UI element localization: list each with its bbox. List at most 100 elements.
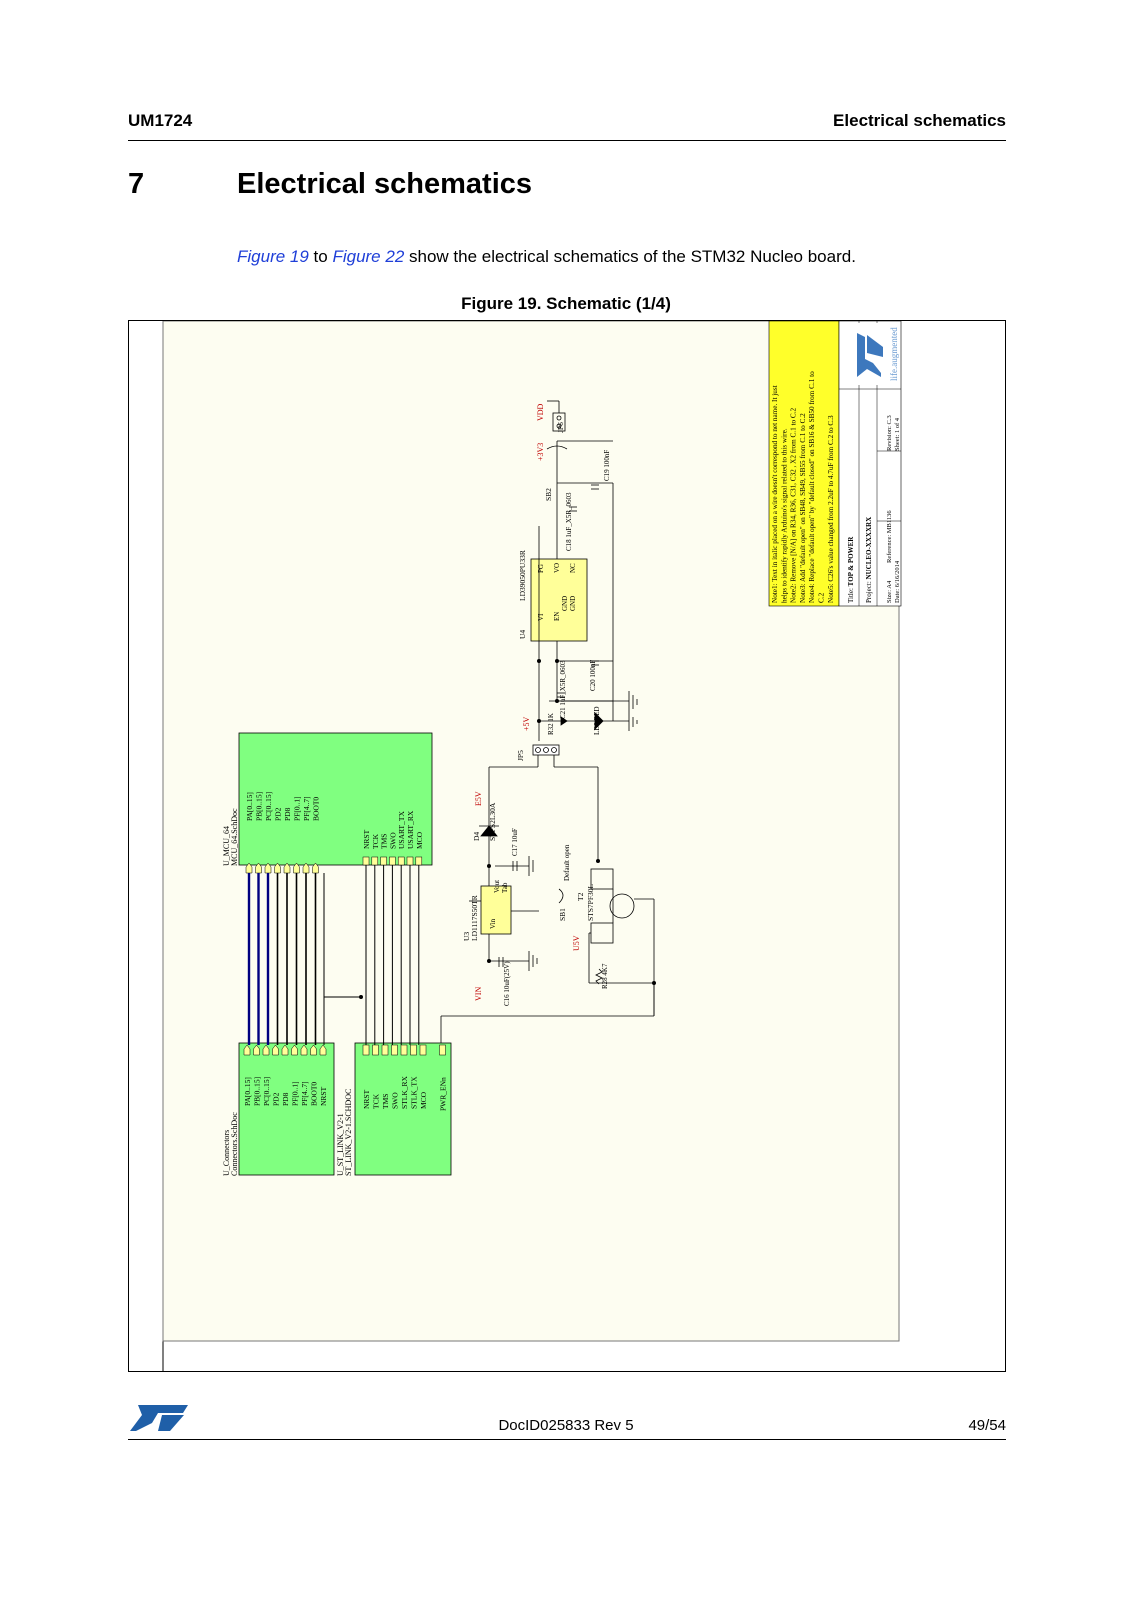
label-u3-vout: Vout [493,880,501,893]
label-u3-tab: Tab [501,882,509,893]
stlink-name: U_ST_LINK_V2-1 [336,1113,345,1176]
label-c20: C20 100nF [589,660,597,691]
tb-sheet: Sheet: 1 of 4 [894,417,901,451]
u4-pin-label: VI [537,613,545,621]
label-t2-ref: T2 [576,892,585,901]
stlink-port-marker [391,1044,398,1056]
connector-pin-label: PD8 [281,1092,290,1106]
footer-doc-id: DocID025833 Rev 5 [498,1417,634,1434]
connectors-file: Connectors.SchDoc [230,1112,239,1176]
stlink-pin-label: MCO [419,1091,428,1109]
stlink-pin-label: TCK [372,1093,381,1109]
label-u3-part: LD1117S50TR [470,895,479,941]
header-section-title: Electrical schematics [833,111,1006,130]
label-u3-vin: Vin [489,918,497,929]
connector-pin-label: PA[0..15] [243,1077,252,1106]
connector-port-marker [253,1044,260,1056]
note-line: Note4: Replace "default open" by "defaul… [808,371,816,603]
header-doc-id: UM1724 [128,111,193,130]
stlink-file: ST_LINK_V2-1.SCHDOC [344,1089,353,1176]
mcu-right-pin-label: MCO [415,831,424,849]
connector-pin-label: PD2 [272,1092,281,1106]
mcu-top-pin-label: PC[0..15] [264,792,273,821]
schematic-svg: Note1: Text in italic placed on a wire d… [129,321,1005,1371]
mcu-right-pin-label: TCK [371,833,380,849]
mcu-top-pin-label: PD8 [283,807,292,821]
label-net-vin: VIN [474,987,483,1001]
mcu-port-marker [406,856,414,866]
connector-port-marker [262,1044,270,1056]
stlink-pin-label: NRST [362,1089,371,1109]
label-d4-ref: D4 [472,832,481,841]
stlink-port-marker [410,1044,417,1056]
title-block: Note1: Text in italic placed on a wire d… [768,321,902,607]
label-net-vdd: VDD [536,403,545,421]
footer-rule [128,1439,1006,1440]
label-net-e5v: E5V [474,791,483,806]
u4-pin-label: VO [553,563,561,573]
u4-pin-label: NC [569,563,577,573]
note-line: Note3: Add "default open" on SB48, SB49,… [799,413,807,603]
bus-wires [247,865,420,1045]
label-u4-part: LD39050PU33R [518,550,527,601]
mcu-right-pin-label: NRST [362,829,371,849]
connector-port-marker [281,1044,289,1056]
figure-19-link[interactable]: Figure 19 [237,247,309,266]
tb-reference: Reference: MB1136 [886,510,893,563]
mcu-top-pin-label: PF[4..7] [302,796,311,821]
connector-pin-label: PC[0..15] [262,1077,271,1106]
stlink-pin-label: TMS [381,1094,390,1109]
u4-pin-label: GND [561,596,569,611]
u4-pin-label: EN [553,612,561,621]
intro-paragraph: Figure 19 to Figure 22 show the electric… [237,247,856,267]
mcu-port-marker [274,862,281,874]
label-u4-ref: U4 [518,630,527,639]
tb-size: Size: A4 [886,580,893,603]
tb-tagline: life.augmented [889,327,899,381]
st-logo-icon [128,1403,190,1438]
mcu-port-marker [264,862,272,874]
stlink-pin-label: PWR_ENn [439,1077,448,1111]
figure-frame: Note1: Text in italic placed on a wire d… [128,320,1006,1372]
label-ld3: LD3 RED [593,706,601,735]
mcu-port-marker [380,856,387,866]
tb-title: Title: TOP & POWER [847,536,855,603]
connectors-name: U_Connectors [222,1130,231,1176]
label-net-u5v: U5V [572,935,581,951]
mcu-port-marker [302,862,310,874]
label-r32: R32 1K [547,713,555,735]
note-line: Note1: Text in italic placed on a wire d… [771,385,779,603]
connectors-block: U_Connectors Connectors.SchDoc PA[0..15]… [222,1042,335,1176]
connector-pin-label: NRST [319,1086,328,1106]
note-line: Note5: C26's value changed from 2.2uF to… [827,415,835,603]
stlink-port-marker [372,1044,379,1056]
label-net-3v3: +3V3 [536,443,545,461]
label-d4-part: STPS2L30A [488,802,497,841]
stlink-port-marker [362,1044,370,1056]
intro-rest: show the electrical schematics of the ST… [404,247,856,266]
power-section [440,400,656,1043]
mcu-right-pin-label: SWO [388,832,397,849]
section-title: Electrical schematics [237,168,533,200]
label-jp6-ref: JP6 [556,422,565,433]
label-t2-part: STS7PF30L [586,883,595,921]
connector-port-marker [319,1044,327,1056]
connector-pin-label: PB[0..15] [253,1077,262,1106]
mcu-right-pin-label: USART_RX [406,810,415,849]
tb-revision: Revision: C.3 [886,415,893,451]
stlink-pin-label: STLK_RX [400,1075,409,1109]
label-jp5-ref: JP5 [516,750,525,761]
mcu-top-pin-label: BOOT0 [312,797,321,821]
label-c16: C16 10uF(25V) [503,961,511,1006]
mcu-port-marker [389,856,396,866]
tb-date: Date: 6/16/2014 [894,560,901,603]
mcu-port-marker [312,862,319,874]
label-sb2-ref: SB2 [544,488,553,501]
mcu-top-pin-label: PA[0..15] [245,792,254,821]
intro-mid: to [308,247,333,266]
note-line: Note2: Remove [N/A] on R34, R36, C31, C3… [790,408,798,603]
mcu-port-marker [293,862,300,874]
label-c17: C17 10uF [511,828,519,856]
figure-22-link[interactable]: Figure 22 [332,247,405,266]
connector-port-marker [291,1044,298,1056]
